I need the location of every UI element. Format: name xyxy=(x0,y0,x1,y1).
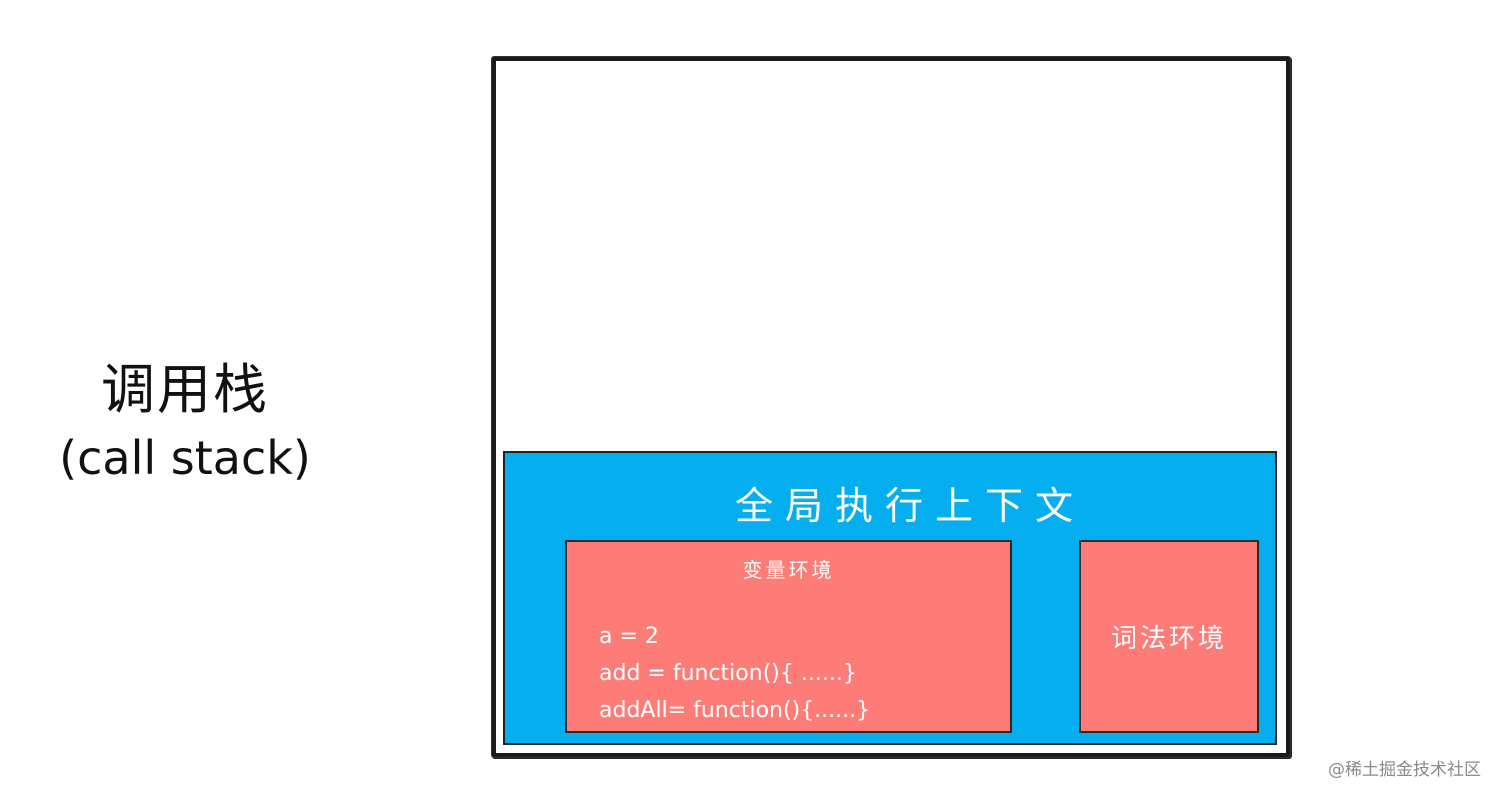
variable-environment-title: 变量环境 xyxy=(742,558,835,582)
lexical-environment-title: 词法环境 xyxy=(1110,624,1227,654)
call-stack-label-zh: 调用栈 xyxy=(101,358,269,421)
call-stack-label: 调用栈 (call stack) xyxy=(20,355,350,491)
variable-environment: 变量环境 a = 2 add = function(){ ......} add… xyxy=(565,540,1012,733)
watermark: @稀土掘金技术社区 xyxy=(1328,760,1481,780)
lexical-environment: 词法环境 xyxy=(1079,540,1259,733)
global-execution-context: 全局执行上下文 变量环境 a = 2 add = function(){ ...… xyxy=(503,451,1277,745)
env-entry: add = function(){ ......} xyxy=(599,661,857,686)
global-execution-context-title: 全局执行上下文 xyxy=(734,484,1085,528)
call-stack-label-en: (call stack) xyxy=(59,431,311,485)
env-entry: a = 2 xyxy=(599,624,659,649)
variable-environment-entries: a = 2 add = function(){ ......} addAll= … xyxy=(599,618,870,729)
env-entry: addAll= function(){......} xyxy=(599,698,871,723)
call-stack-frame xyxy=(492,57,1290,757)
